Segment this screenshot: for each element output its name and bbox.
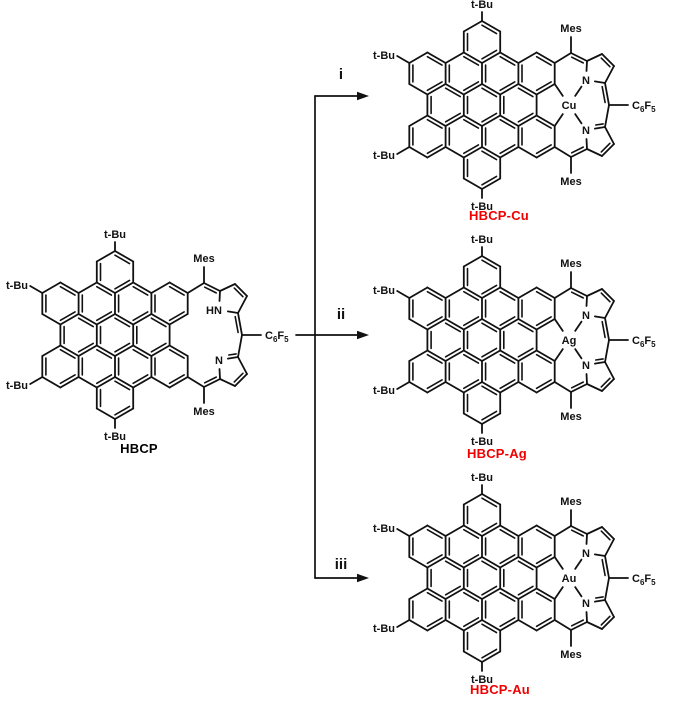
c6f5-label: C6F5 <box>632 100 656 114</box>
n-label: N <box>582 548 590 560</box>
tbu-label: t-Bu <box>6 380 28 392</box>
reaction-arrows <box>295 91 369 583</box>
tbu-label: t-Bu <box>471 201 493 213</box>
tbu-label: t-Bu <box>471 674 493 686</box>
tbu-label: t-Bu <box>471 234 493 246</box>
mes-label: Mes <box>560 496 581 508</box>
tbu-label: t-Bu <box>373 523 395 535</box>
n-label: N <box>582 125 590 137</box>
reaction-arrow-iii <box>314 573 369 583</box>
n-label: N <box>582 598 590 610</box>
product-caption-cu: HBCP-Cu <box>469 208 529 223</box>
tbu-label: t-Bu <box>104 431 126 443</box>
arrowhead-icon <box>357 330 369 340</box>
metal-label: Ag <box>562 335 577 347</box>
n-label: N <box>582 360 590 372</box>
bond-skeleton <box>29 241 262 429</box>
bond-skeleton <box>396 484 629 672</box>
tbu-label: t-Bu <box>373 285 395 297</box>
arrow-label-ii: ii <box>336 306 346 323</box>
bond-skeleton <box>396 11 629 199</box>
mes-label: Mes <box>560 649 581 661</box>
tbu-label: t-Bu <box>471 472 493 484</box>
tbu-label: t-Bu <box>104 229 126 241</box>
mes-label: Mes <box>560 258 581 270</box>
product-caption-au: HBCP-Au <box>470 682 530 697</box>
n-label: N <box>582 310 590 322</box>
tbu-label: t-Bu <box>373 623 395 635</box>
arrow-label-i: i <box>338 66 344 83</box>
arrow-label-iii: iii <box>334 556 348 573</box>
arrowhead-icon <box>357 91 369 101</box>
mes-label: Mes <box>560 23 581 35</box>
reaction-arrow-ii <box>314 330 369 340</box>
nh-label: HN <box>206 305 222 317</box>
reaction-arrow-i <box>314 91 369 101</box>
tbu-label: t-Bu <box>373 50 395 62</box>
metal-label: Cu <box>562 100 577 112</box>
n-label: N <box>582 75 590 87</box>
n-label: N <box>215 355 223 367</box>
mes-label: Mes <box>193 253 214 265</box>
tbu-label: t-Bu <box>471 0 493 11</box>
mes-label: Mes <box>560 176 581 188</box>
tbu-label: t-Bu <box>471 436 493 448</box>
tbu-label: t-Bu <box>373 385 395 397</box>
arrowhead-icon <box>357 573 369 583</box>
reactant-caption: HBCP <box>120 441 158 456</box>
bond-skeleton <box>396 246 629 434</box>
mes-label: Mes <box>560 411 581 423</box>
metal-label: Au <box>562 573 577 585</box>
tbu-label: t-Bu <box>373 150 395 162</box>
c6f5-label: C6F5 <box>265 330 289 344</box>
tbu-label: t-Bu <box>6 280 28 292</box>
product-caption-ag: HBCP-Ag <box>467 446 527 461</box>
c6f5-label: C6F5 <box>632 335 656 349</box>
mes-label: Mes <box>193 406 214 418</box>
c6f5-label: C6F5 <box>632 573 656 587</box>
